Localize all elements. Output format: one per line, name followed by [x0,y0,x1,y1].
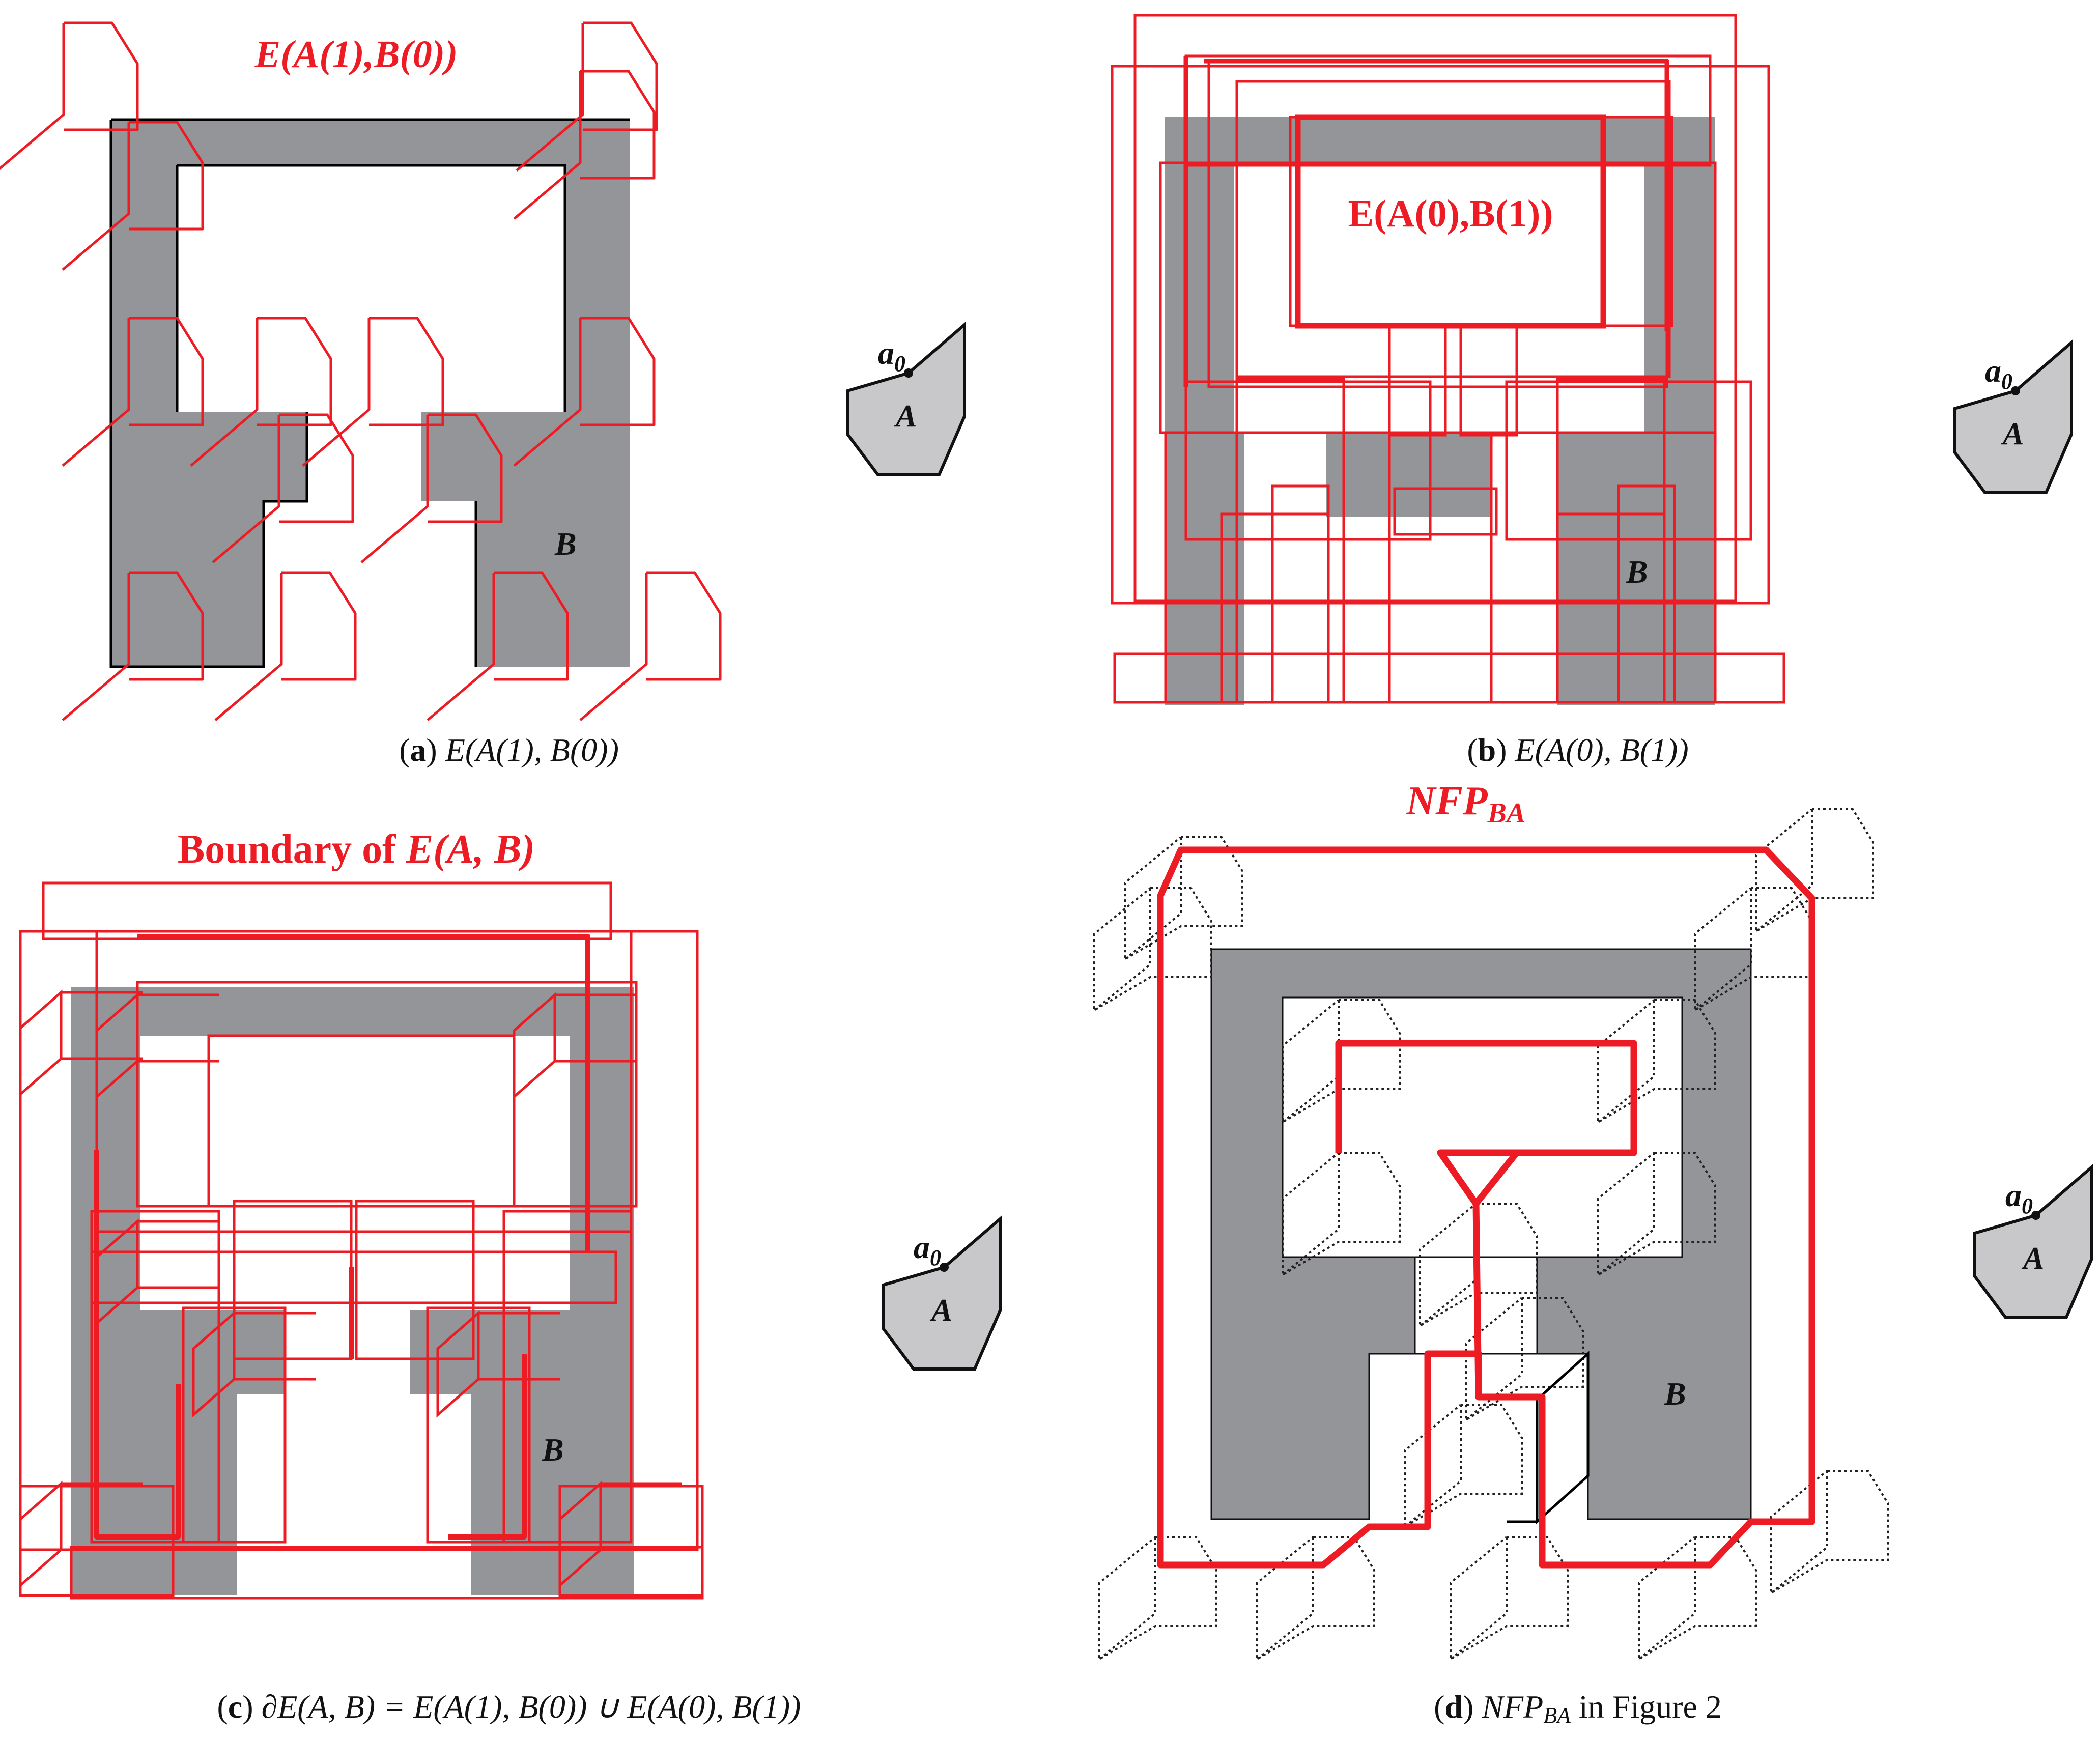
vertex-a0-label: a0 [878,335,905,376]
panel-a-title: E(A(1),B(0)) [254,33,458,76]
grid-rect-b-16 [1393,487,1498,536]
grid-rect-b-15 [1459,324,1518,437]
panel-b-shape-label: B [1626,554,1648,590]
panel-b-title: E(A(0),B(1)) [1348,192,1553,235]
grid-rect-b-2 [1111,65,1770,605]
shape-b-d [1210,948,1752,1520]
black-stem-box-d [1507,1351,1590,1525]
polygon-a-ref-2: a0 A [1954,343,2071,493]
dotted-copy-d-15 [1638,1536,1757,1660]
panel-a: E(A(1),B(0)) B (a) E(A(1), B(0)) [0,23,720,768]
polygon-a-ref-1: a0 A [847,325,964,475]
panel-b: E(A(0),B(1)) B (b) E(A(0), B(1)) [1111,14,1785,768]
panel-d-caption: (d) NFPBA in Figure 2 [1434,1689,1722,1728]
grid-rect-c-5 [207,1034,516,1208]
vertex-a0-dot [2011,386,2020,395]
grid-rect-c-3 [95,930,633,1233]
vertex-a0-dot [2031,1211,2040,1220]
red-copy-a-13 [428,573,567,720]
grid-rect-b-11 [1505,380,1752,541]
panel-d: NFPBA B (d) NFPBA in Figure 2 [1093,779,1889,1728]
vertex-a0-dot [940,1263,949,1272]
bold-path-c [94,934,590,1540]
grid-rect-b-5 [1235,80,1671,378]
dotted-copy-d-14 [1450,1536,1569,1660]
grid-rect-b-9 [1113,652,1785,704]
dotted-copy-d-16 [1770,1470,1889,1594]
dotted-copy-d-13 [1256,1536,1375,1660]
rect-grid-b [1111,14,1785,704]
grid-rect-b-1 [1133,14,1737,602]
grid-rect-b-10 [1184,380,1432,541]
grid-rect-b-8 [1159,161,1717,434]
panel-c-caption: (c) ∂E(A, B) = E(A(1), B(0)) ∪ E(A(0), B… [217,1689,801,1725]
grid-rect-c-9 [502,1210,633,1544]
panel-a-caption: (a) E(A(1), B(0)) [399,732,619,768]
dotted-copy-d-2 [1093,887,1212,1011]
polygon-a-label: A [2021,1241,2044,1276]
panel-c: Boundary of E(A, B) B (c) ∂E(A, B) = E(A… [19,827,801,1725]
grid-rect-b-14 [1388,324,1447,437]
dotted-copy-d-1 [1124,836,1243,960]
polygon-a-ref-3: a0 A [883,1219,1000,1369]
grid-rect-b-22 [1556,512,1666,704]
panel-d-title: NFPBA [1406,779,1526,829]
vertex-a0-label: a0 [1985,353,2012,394]
polygon-a-label: A [929,1293,952,1328]
polygon-a-ref-4: a0 A [1975,1167,2092,1317]
polygon-a-label: A [894,399,917,434]
vertex-a0-label: a0 [914,1229,941,1270]
panel-d-shape-label: B [1664,1376,1686,1412]
shape-b-b [1165,117,1715,705]
grid-rect-b-12 [1271,484,1330,704]
bold-path-b [1183,56,1669,387]
panel-b-caption: (b) E(A(0), B(1)) [1467,732,1688,768]
nfp-inner-path [1335,1040,1637,1398]
polygon-a-label: A [2001,417,2024,451]
vertex-a0-dot [904,368,913,378]
grid-rect-b-21 [1220,512,1330,704]
grid-rect-c-13 [355,1200,475,1360]
panel-c-title: Boundary of E(A, B) [178,827,535,872]
shape-b-c [71,987,634,1595]
grid-rect-b-7 [1295,114,1606,329]
panel-a-shape-label: B [554,526,577,562]
panel-c-shape-label: B [542,1432,564,1468]
dotted-copy-d-11 [1404,1404,1523,1528]
vertex-a0-label: a0 [2005,1177,2033,1218]
red-copy-a-11 [63,573,203,720]
grid-rect-c-11 [426,1306,531,1544]
grid-rect-c-8 [90,1210,220,1544]
